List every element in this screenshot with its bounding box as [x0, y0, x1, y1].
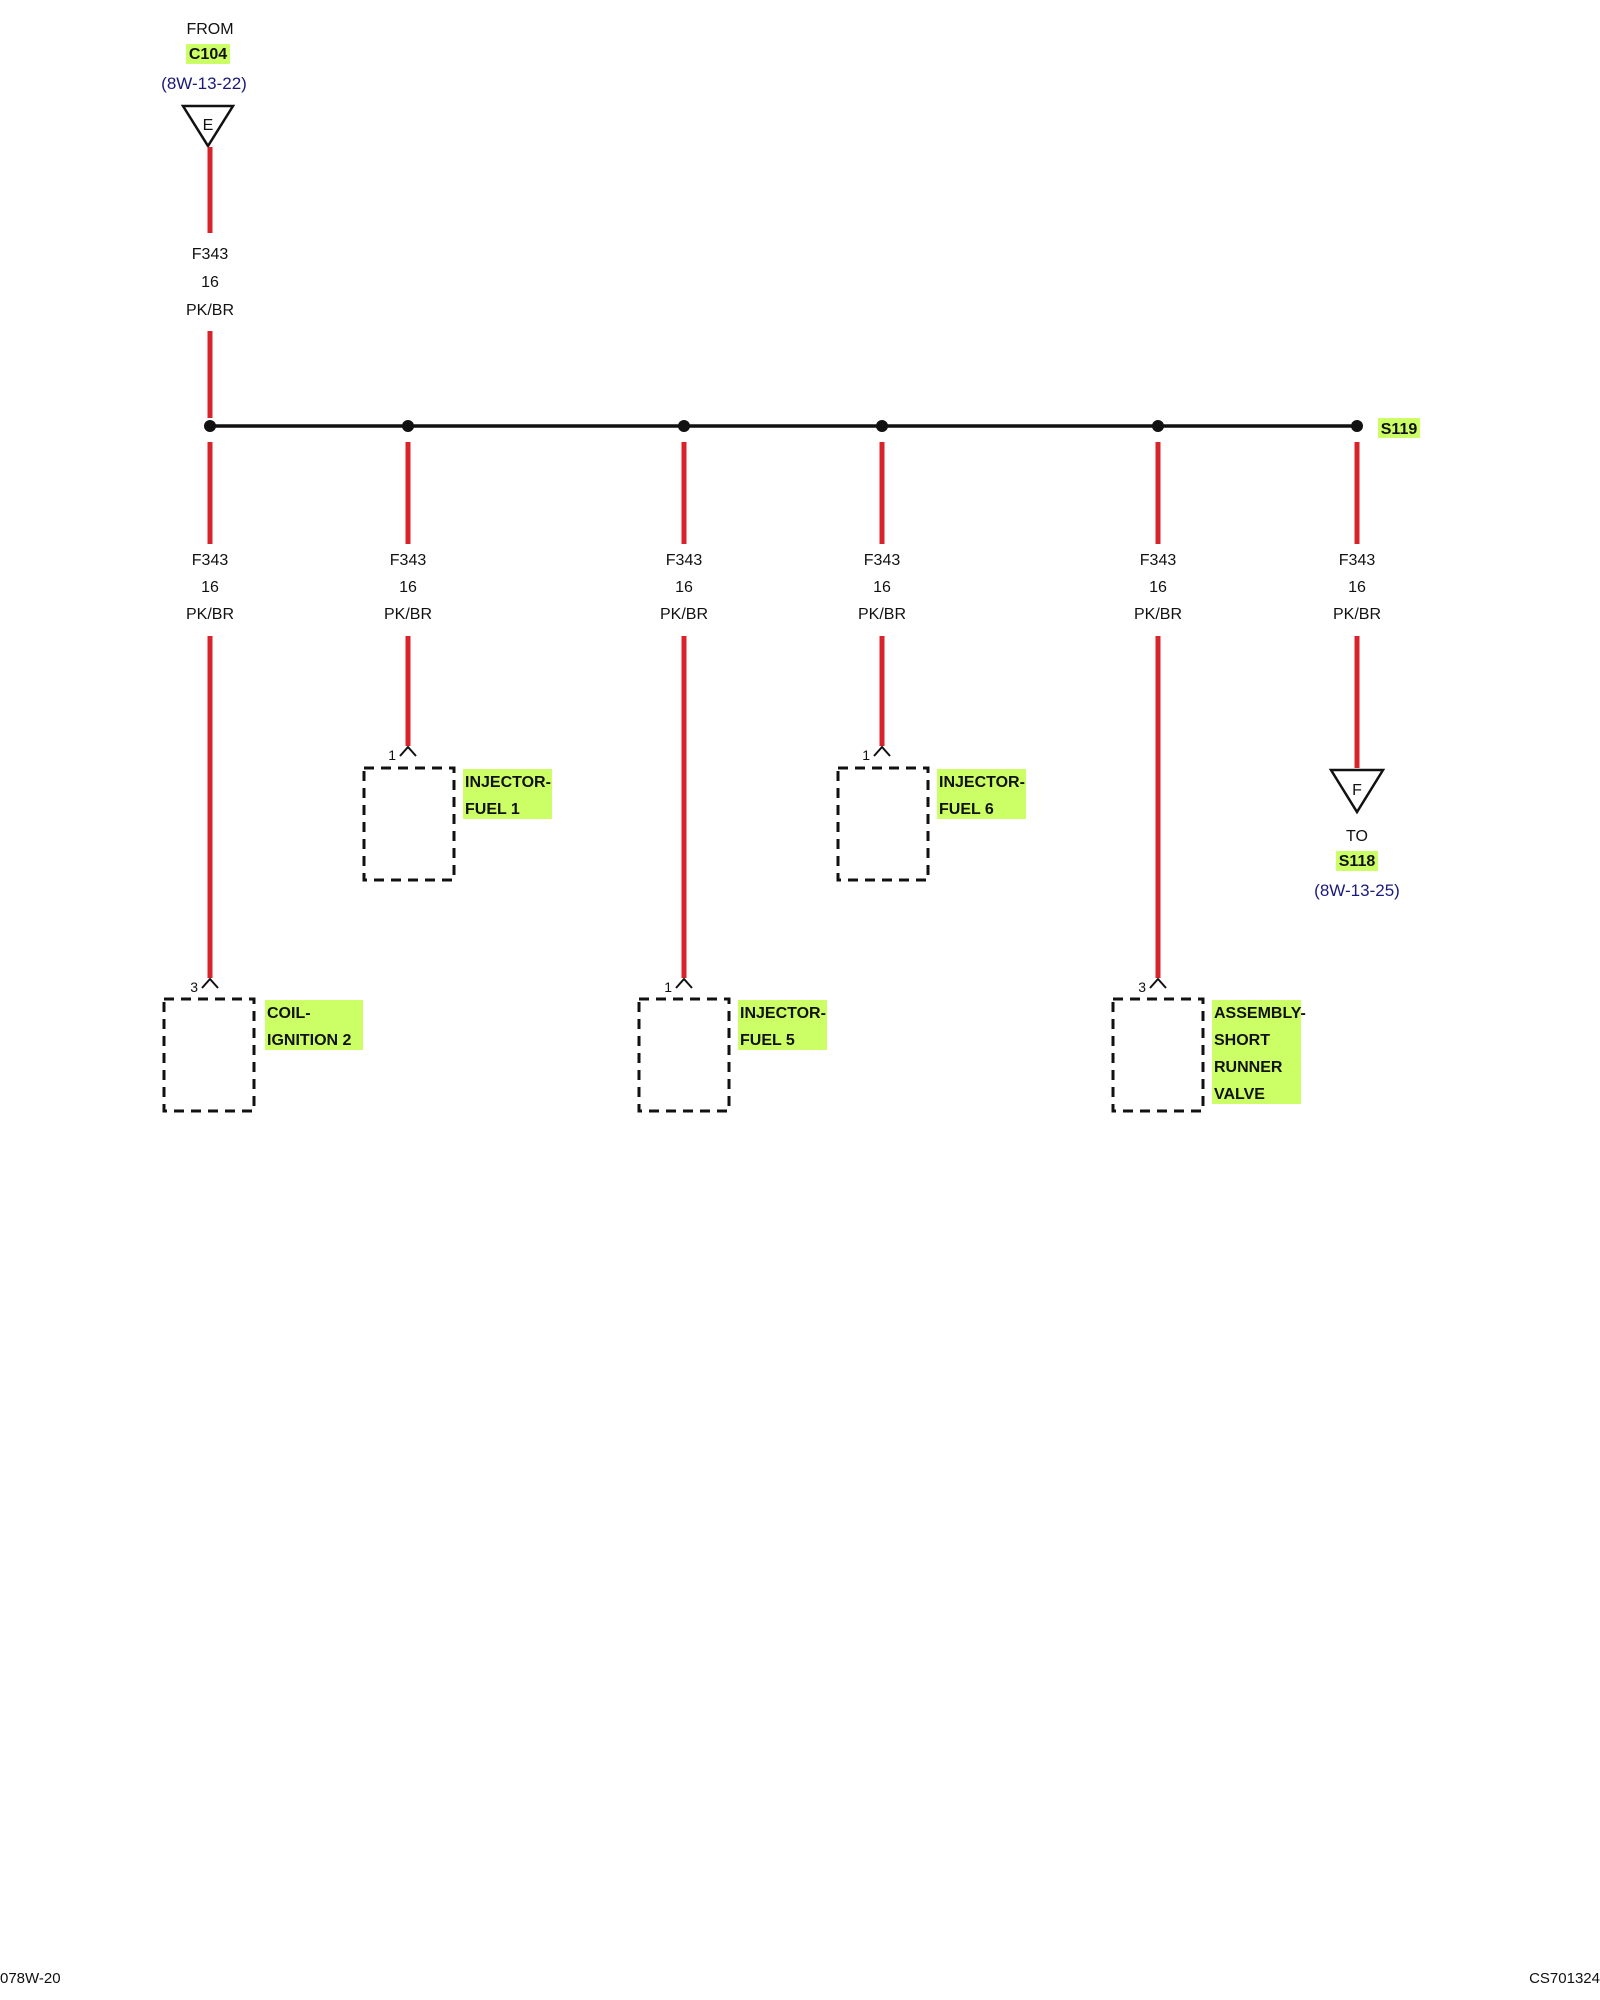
source-page-ref[interactable]: (8W-13-22)	[161, 74, 247, 93]
branch-wire-color: PK/BR	[660, 606, 708, 623]
component-name-line[interactable]: INJECTOR-	[740, 1005, 826, 1022]
source-terminal-triangle	[180, 104, 236, 149]
source-connector-highlight	[186, 44, 230, 64]
pin-number: 1	[664, 979, 672, 995]
splice-node-dot	[204, 420, 216, 432]
component-name-line[interactable]: VALVE	[1214, 1086, 1265, 1103]
branch-wire-color: PK/BR	[858, 606, 906, 623]
component-outline[interactable]	[637, 997, 731, 1113]
branch-wire-gauge: 16	[399, 579, 417, 596]
splice-node-dot	[876, 420, 888, 432]
source-wire-gauge: 16	[201, 274, 219, 291]
footer-right-code: CS701324	[1529, 1970, 1600, 1987]
branch-wire-circuit: F343	[1339, 552, 1376, 569]
branch-wire-gauge: 16	[1348, 579, 1366, 596]
source-terminal-tag: E	[203, 117, 214, 134]
connector-caret-icon	[675, 977, 693, 989]
footer-left-code: 078W-20	[0, 1970, 61, 1987]
source-wire-circuit: F343	[192, 246, 229, 263]
connector-caret-icon	[201, 977, 219, 989]
component-label-highlight	[1212, 1000, 1301, 1104]
component-label-highlight	[265, 1000, 363, 1050]
branch-wire-circuit: F343	[390, 552, 427, 569]
component-name-line[interactable]: FUEL 5	[740, 1032, 795, 1049]
branch-wire-color: PK/BR	[186, 606, 234, 623]
branch-wire-color: PK/BR	[1333, 606, 1381, 623]
continuation-terminal-tag: F	[1352, 782, 1362, 799]
splice-label-highlight	[1378, 418, 1420, 438]
pin-number: 1	[862, 747, 870, 763]
branch-wire-gauge: 16	[201, 579, 219, 596]
component-outline[interactable]	[162, 997, 256, 1113]
branch-wire-circuit: F343	[1140, 552, 1177, 569]
pin-number: 1	[388, 747, 396, 763]
pin-number: 3	[1138, 979, 1146, 995]
continuation-connector-highlight	[1336, 851, 1378, 871]
branch-wire-gauge: 16	[1149, 579, 1167, 596]
component-name-line[interactable]: COIL-	[267, 1005, 311, 1022]
connector-caret-icon	[399, 745, 417, 757]
continuation-page-ref[interactable]: (8W-13-25)	[1314, 881, 1400, 900]
component-label-highlight	[463, 769, 552, 819]
source-connector-label[interactable]: C104	[189, 46, 227, 63]
continuation-terminal-triangle	[1328, 768, 1386, 815]
component-name-line[interactable]: RUNNER	[1214, 1059, 1283, 1076]
component-name-line[interactable]: INJECTOR-	[465, 774, 551, 791]
branch-wire-gauge: 16	[873, 579, 891, 596]
pin-number: 3	[190, 979, 198, 995]
connector-caret-icon	[873, 745, 891, 757]
component-name-line[interactable]: FUEL 6	[939, 801, 994, 818]
branch-wire-circuit: F343	[192, 552, 229, 569]
branch-wire-color: PK/BR	[1134, 606, 1182, 623]
component-label-highlight	[738, 1000, 827, 1050]
component-outline[interactable]	[362, 766, 456, 882]
component-name-line[interactable]: SHORT	[1214, 1032, 1270, 1049]
splice-label[interactable]: S119	[1381, 421, 1418, 438]
component-outline[interactable]	[1111, 997, 1205, 1113]
connector-caret-icon	[1149, 977, 1167, 989]
branch-wire-circuit: F343	[666, 552, 703, 569]
continuation-connector-label[interactable]: S118	[1339, 853, 1376, 870]
from-label: FROM	[186, 21, 233, 38]
splice-node-dot	[678, 420, 690, 432]
component-name-line[interactable]: ASSEMBLY-	[1214, 1005, 1306, 1022]
branch-wire-gauge: 16	[675, 579, 693, 596]
component-name-line[interactable]: FUEL 1	[465, 801, 520, 818]
component-name-line[interactable]: IGNITION 2	[267, 1032, 352, 1049]
branch-wire-circuit: F343	[864, 552, 901, 569]
splice-node-dot	[402, 420, 414, 432]
splice-node-dot	[1351, 420, 1363, 432]
component-name-line[interactable]: INJECTOR-	[939, 774, 1025, 791]
component-label-highlight	[937, 769, 1026, 819]
splice-node-dot	[1152, 420, 1164, 432]
to-label: TO	[1346, 828, 1368, 845]
branch-wire-color: PK/BR	[384, 606, 432, 623]
component-outline[interactable]	[836, 766, 930, 882]
source-wire-color: PK/BR	[186, 302, 234, 319]
